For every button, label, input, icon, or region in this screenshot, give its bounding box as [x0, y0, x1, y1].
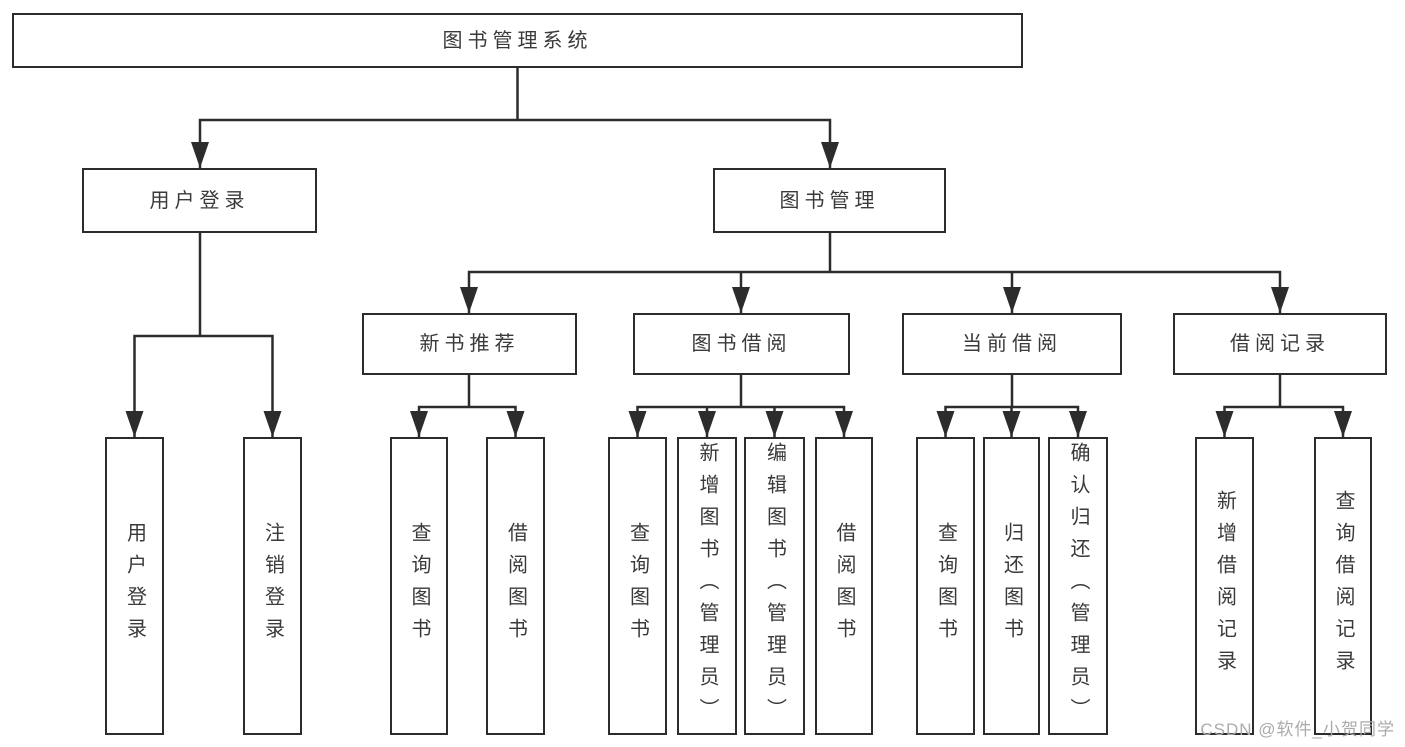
node-label: 注销登录: [261, 522, 284, 650]
node-label: 图书管理: [779, 189, 880, 212]
node-borrow-records: 借阅记录: [1173, 313, 1387, 375]
node-label: 图书管理系统: [442, 29, 593, 52]
node-new-book-recommend: 新书推荐: [362, 313, 577, 375]
node-label: 借阅记录: [1230, 333, 1330, 355]
node-book-management: 图书管理: [713, 168, 946, 233]
node-label: 借阅图书: [504, 522, 527, 650]
csdn-watermark: CSDN @软件_小贺同学: [1200, 720, 1395, 739]
node-label: 用户登录: [123, 522, 146, 650]
leaf-add-books-admin: 新增图书（管理员）: [677, 437, 737, 735]
node-label: 新增借阅记录: [1213, 490, 1236, 682]
node-label: 借阅图书: [833, 522, 855, 650]
arrow-down-icons: [125, 142, 1352, 437]
node-label: 当前借阅: [962, 333, 1062, 355]
leaf-user-login: 用户登录: [105, 437, 164, 735]
node-library-system: 图书管理系统: [12, 13, 1023, 68]
leaf-query-books-recommend: 查询图书: [390, 437, 448, 735]
leaf-borrow-books-recommend: 借阅图书: [486, 437, 545, 735]
leaf-query-borrow-record: 查询借阅记录: [1314, 437, 1372, 735]
node-book-borrow: 图书借阅: [633, 313, 850, 375]
leaf-edit-books-admin: 编辑图书（管理员）: [744, 437, 805, 735]
node-label: 确认归还（管理员）: [1067, 442, 1089, 730]
leaf-query-books-current: 查询图书: [916, 437, 975, 735]
leaf-borrow-books: 借阅图书: [815, 437, 873, 735]
leaf-logout-login: 注销登录: [243, 437, 302, 735]
leaf-confirm-return-admin: 确认归还（管理员）: [1048, 437, 1108, 735]
node-label: 用户登录: [149, 189, 250, 212]
node-label: 查询图书: [408, 522, 430, 650]
node-current-borrow: 当前借阅: [902, 313, 1122, 375]
node-label: 查询借阅记录: [1332, 490, 1354, 682]
leaf-add-borrow-record: 新增借阅记录: [1195, 437, 1254, 735]
node-user-login: 用户登录: [82, 168, 317, 233]
node-label: 新增图书（管理员）: [696, 442, 718, 730]
connector-lines: [133, 68, 1345, 437]
node-label: 查询图书: [934, 522, 957, 650]
node-label: 归还图书: [1000, 522, 1023, 650]
node-label: 新书推荐: [419, 333, 520, 355]
node-label: 查询图书: [626, 522, 649, 650]
leaf-query-books-borrow: 查询图书: [608, 437, 667, 735]
leaf-return-books: 归还图书: [983, 437, 1040, 735]
node-label: 编辑图书（管理员）: [763, 442, 786, 730]
node-label: 图书借阅: [691, 333, 792, 355]
